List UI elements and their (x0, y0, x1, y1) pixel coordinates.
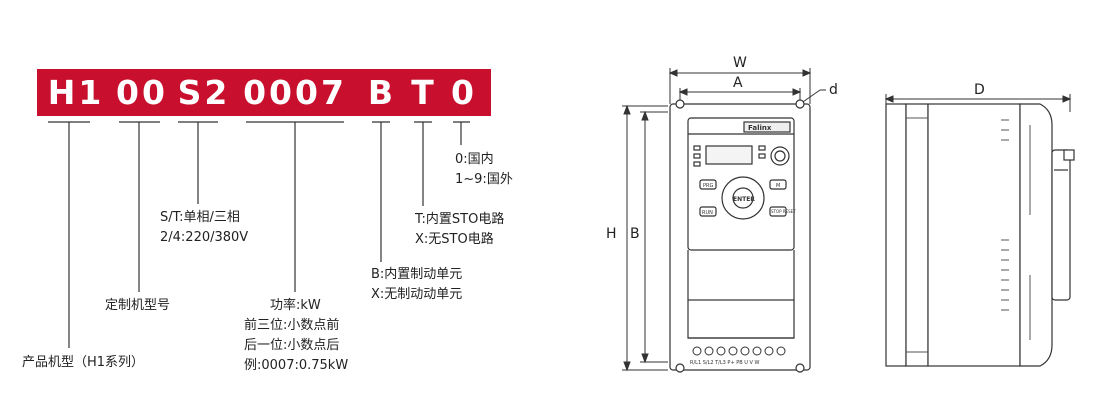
leader-lines (48, 121, 470, 348)
power-description-line1: 功率:kW (270, 298, 321, 313)
power-description-line4: 例:0007:0.75kW (244, 358, 349, 373)
terminal-screws (692, 346, 786, 356)
brake-description-line1: B:内置制动单元 (371, 267, 463, 282)
code-segment-series: H1 (47, 73, 105, 112)
stop-key-label: STOP RESET (771, 209, 796, 214)
m-key-label: M (776, 183, 780, 189)
enter-key-label: ENTER (733, 196, 755, 203)
dim-a-label: A (733, 75, 743, 91)
model-code-banner (37, 69, 491, 116)
code-segment-sto: T (411, 73, 437, 112)
brand-label: Falinx (748, 124, 772, 132)
code-segment-phase: S2 (177, 73, 231, 112)
sto-description-line1: T:内置STO电路 (415, 212, 505, 227)
phase-description-line2: 2/4:220/380V (160, 230, 249, 245)
dim-d-small-label: d (829, 82, 838, 98)
dim-depth-label: D (974, 82, 985, 98)
phase-description-line1: S/T:单相/三相 (160, 210, 240, 225)
prg-key-label: PRG (703, 183, 713, 189)
run-key-label: RUN (702, 210, 713, 216)
custom-description: 定制机型号 (105, 298, 171, 313)
brake-description-line2: X:无制动动单元 (371, 287, 463, 302)
region-description-line1: 0:国内 (455, 152, 494, 167)
power-description-line2: 前三位:小数点前 (244, 318, 340, 333)
code-segment-power: 0007 (243, 73, 347, 112)
dim-w-label: W (733, 55, 747, 71)
front-view: W A d H B (606, 55, 838, 373)
terminal-labels: R/L1 S/L2 T/L3 P+ PB U V W (690, 360, 760, 366)
sto-description-line2: X:无STO电路 (415, 232, 494, 247)
power-description-line3: 后一位:小数点后 (244, 338, 340, 353)
code-segment-region: 0 (451, 73, 477, 112)
code-segment-brake: B (367, 73, 397, 112)
code-segment-custom: 00 (116, 73, 168, 112)
dim-b-label: B (630, 226, 640, 242)
series-description: 产品机型（H1系列） (22, 355, 145, 370)
dim-h-label: H (606, 226, 617, 242)
region-description-line2: 1~9:国外 (455, 172, 513, 187)
side-view: D (884, 82, 1075, 367)
